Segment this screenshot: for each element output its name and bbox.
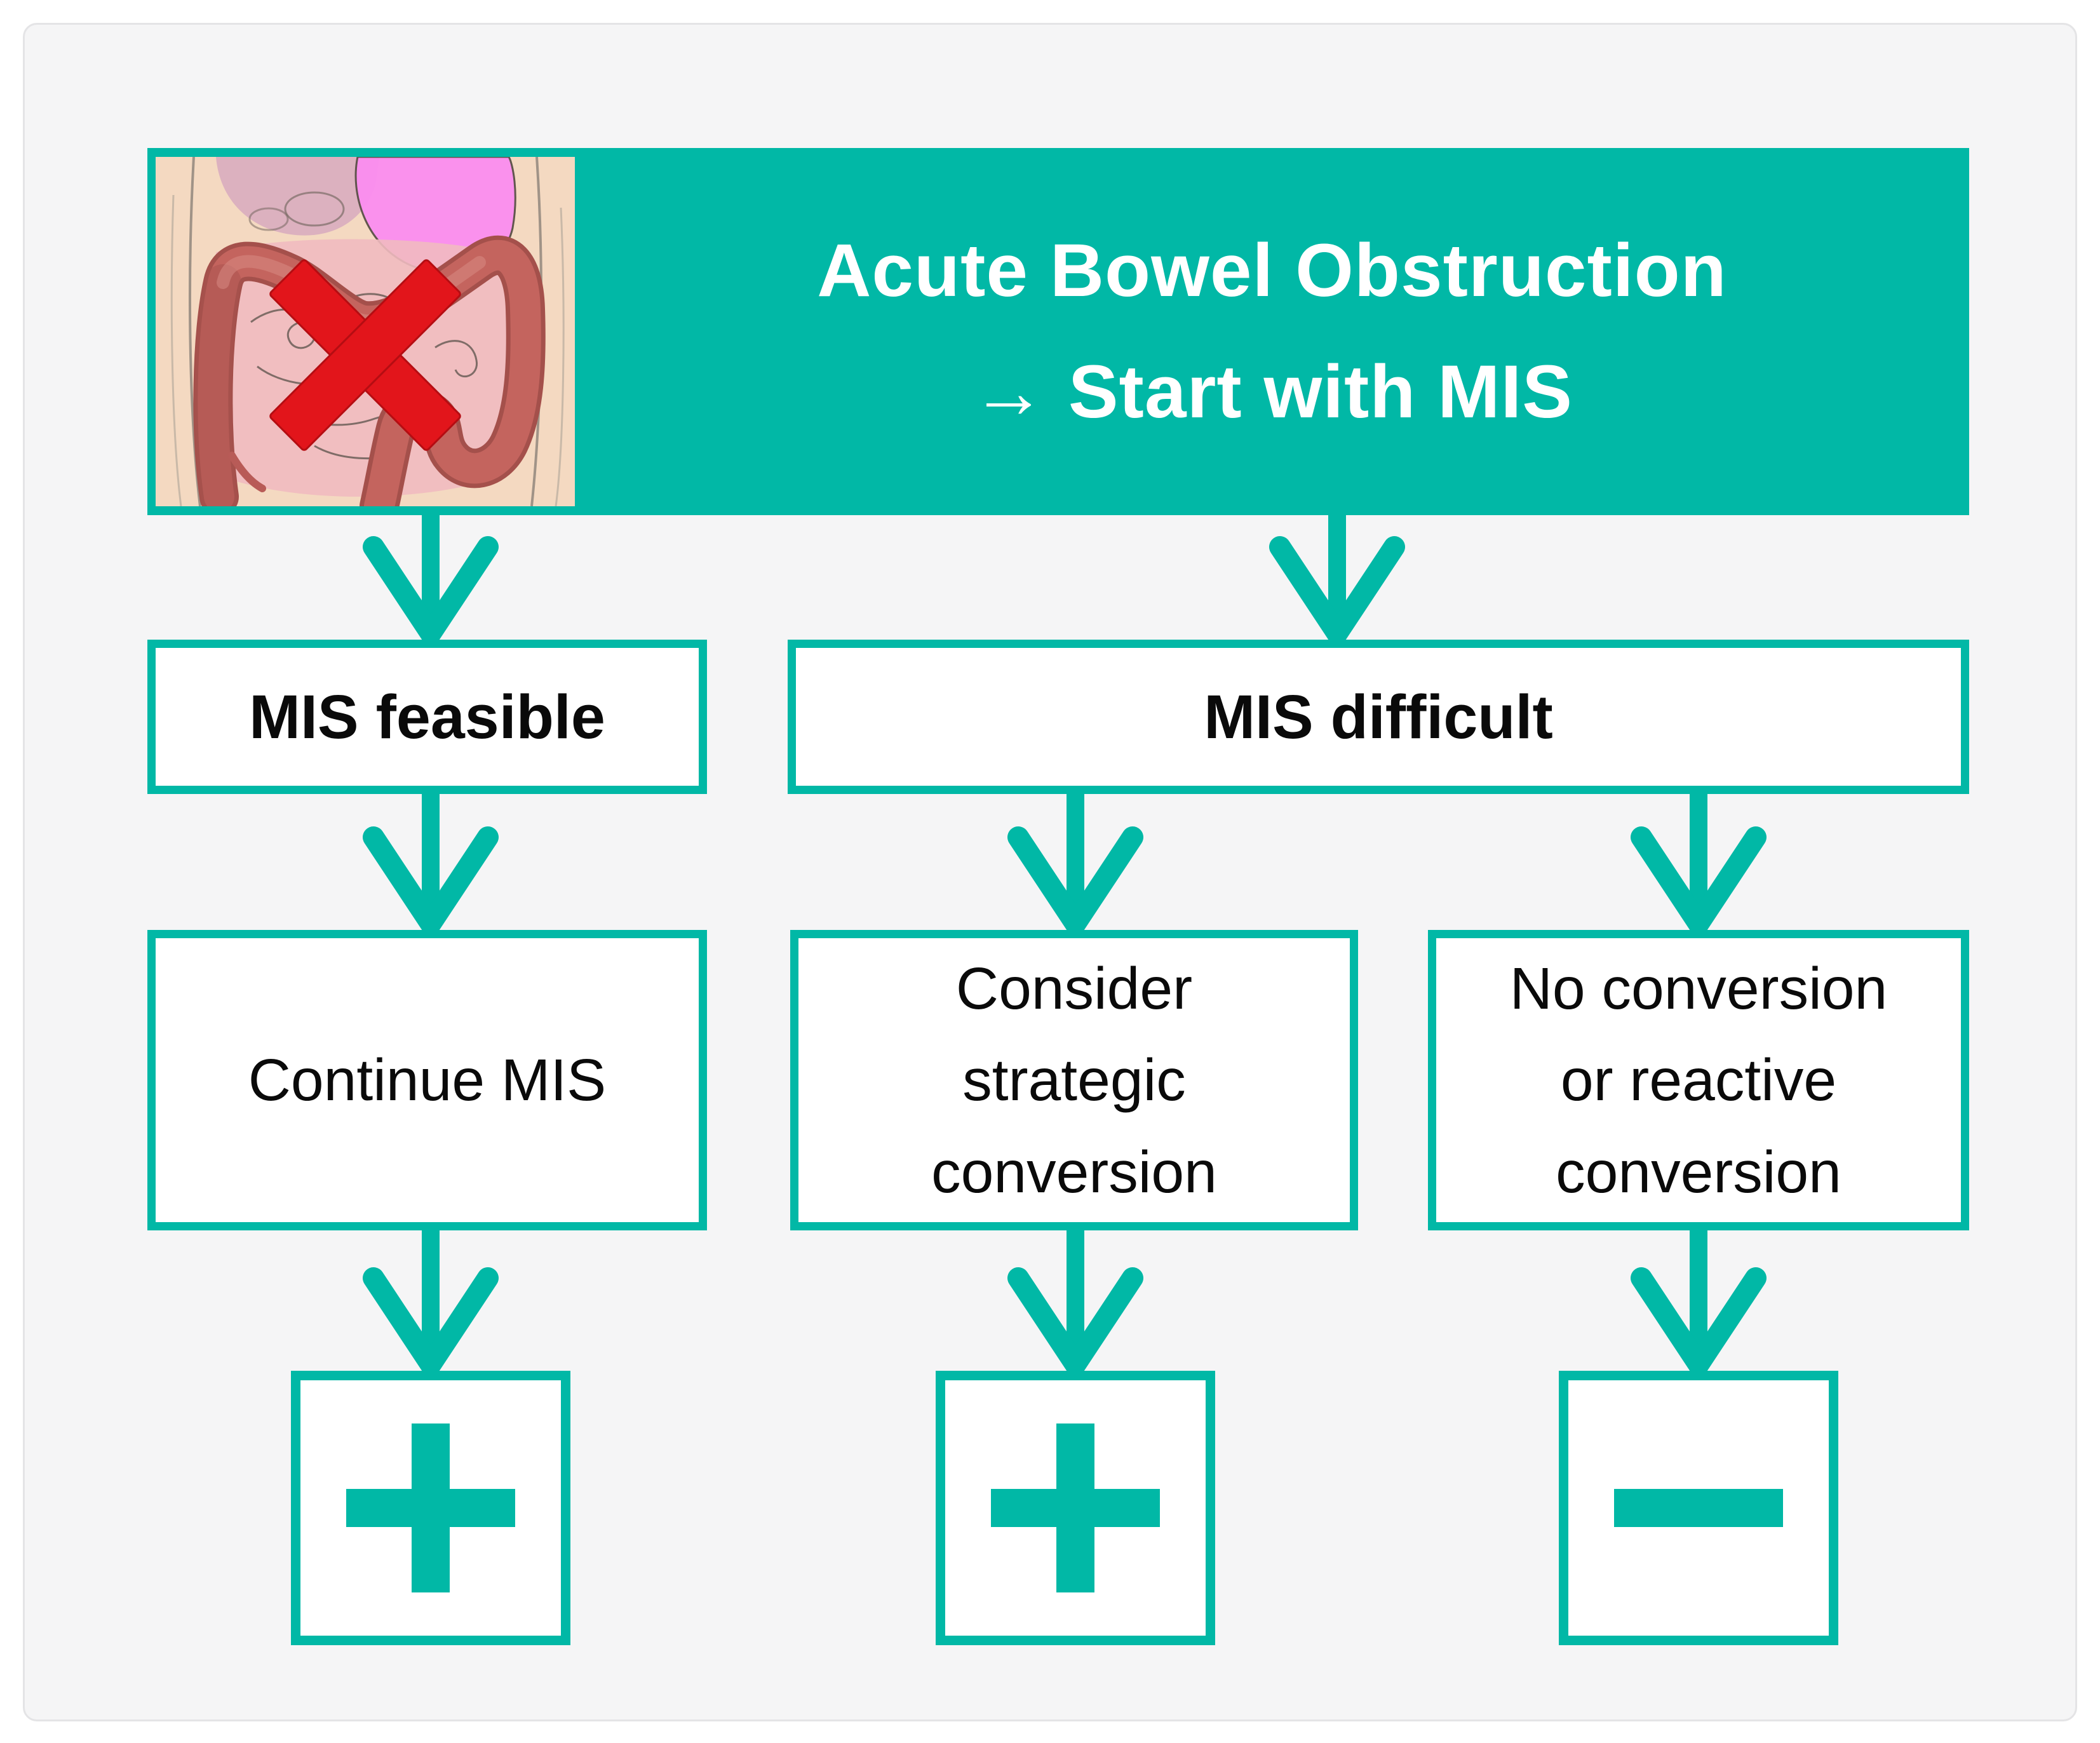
down-arrow bbox=[1631, 1230, 1767, 1371]
down-arrow bbox=[1269, 515, 1405, 640]
outcome-box-continue-mis bbox=[291, 1371, 570, 1645]
box-continue-mis-label: Continue MIS bbox=[248, 1047, 607, 1114]
bowel-obstruction-illustration bbox=[156, 157, 575, 506]
header-title-line1: Acute Bowel Obstruction bbox=[817, 228, 1727, 313]
box-no-conversion-line1: No conversion bbox=[1509, 955, 1888, 1022]
box-continue-mis: Continue MIS bbox=[147, 930, 707, 1230]
box-consider-line3: conversion bbox=[931, 1138, 1217, 1205]
minus-icon bbox=[1614, 1489, 1783, 1527]
down-arrow bbox=[1631, 794, 1767, 930]
box-mis-feasible: MIS feasible bbox=[147, 640, 707, 794]
down-arrow bbox=[363, 1230, 499, 1371]
box-consider-line1: Consider bbox=[955, 955, 1193, 1022]
red-x-icon bbox=[269, 259, 461, 451]
box-mis-difficult: MIS difficult bbox=[788, 640, 1969, 794]
plus-icon bbox=[346, 1423, 515, 1592]
box-no-conversion-line2: or reactive bbox=[1560, 1047, 1837, 1114]
box-no-conversion-line3: conversion bbox=[1556, 1138, 1841, 1205]
down-arrow bbox=[1007, 794, 1143, 930]
down-arrow bbox=[363, 794, 499, 930]
box-mis-difficult-label: MIS difficult bbox=[1204, 682, 1553, 751]
box-mis-feasible-label: MIS feasible bbox=[249, 682, 605, 751]
outcome-box-reactive-conversion bbox=[1559, 1371, 1838, 1645]
plus-icon bbox=[991, 1423, 1160, 1592]
header-title-line2: → Start with MIS bbox=[971, 350, 1573, 434]
header-title: Acute Bowel Obstruction → Start with MIS bbox=[575, 148, 1969, 515]
box-consider-strategic-conversion: Consider strategic conversion bbox=[790, 930, 1358, 1230]
box-no-conversion: No conversion or reactive conversion bbox=[1428, 930, 1969, 1230]
down-arrow bbox=[1007, 1230, 1143, 1371]
outcome-box-strategic-conversion bbox=[936, 1371, 1215, 1645]
box-consider-line2: strategic bbox=[962, 1047, 1186, 1114]
down-arrow bbox=[363, 515, 499, 640]
